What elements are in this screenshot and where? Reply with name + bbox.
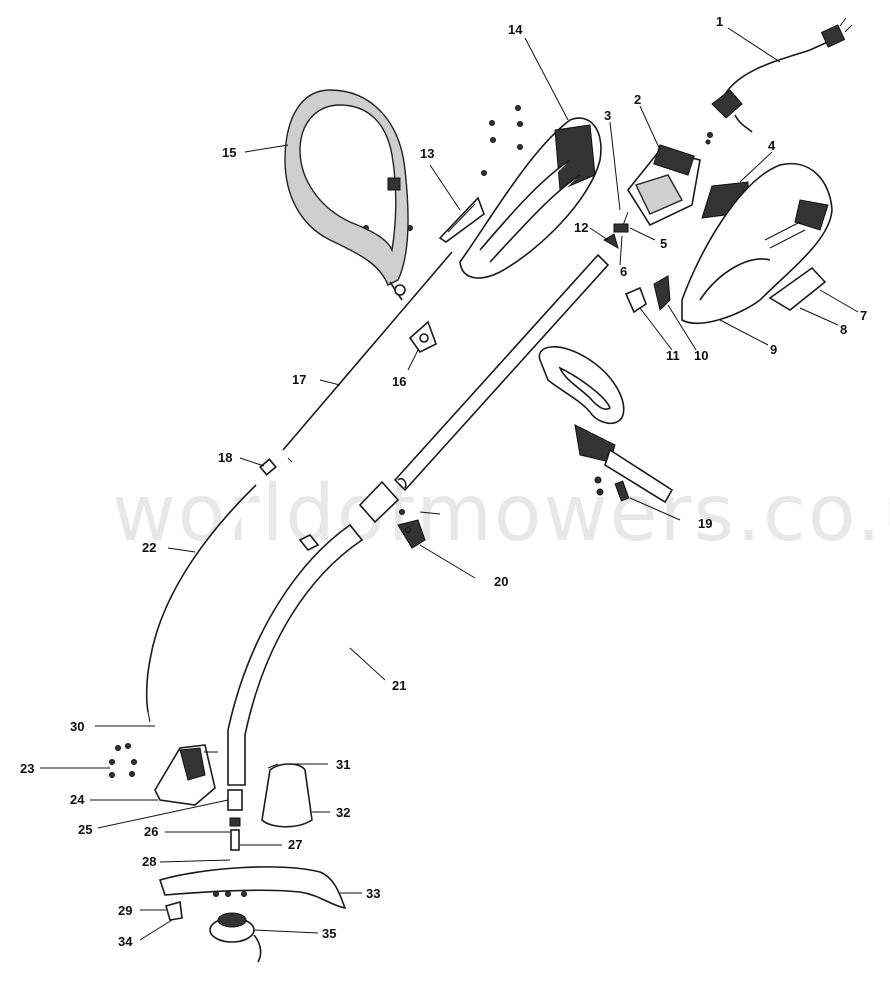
callout-35: 35 [322, 926, 336, 941]
callout-22: 22 [142, 540, 156, 555]
callout-10: 10 [694, 348, 708, 363]
callout-15: 15 [222, 145, 236, 160]
callout-5: 5 [660, 236, 667, 251]
callout-21: 21 [392, 678, 406, 693]
part-35-spool [209, 912, 262, 963]
main-tube [393, 253, 610, 492]
callout-29: 29 [118, 903, 132, 918]
callout-2: 2 [634, 92, 641, 107]
callout-28: 28 [142, 854, 156, 869]
callout-24: 24 [70, 792, 85, 807]
part-24-gear-cover [109, 743, 218, 806]
callout-19: 19 [698, 516, 712, 531]
callout-17: 17 [292, 372, 306, 387]
part-20-clamp [358, 480, 441, 549]
part-9-housing-cover [681, 162, 833, 324]
part-16-clip [408, 320, 437, 354]
part-22-flex-shaft [145, 484, 257, 723]
callout-1: 1 [716, 14, 723, 29]
part-14-housing-half [459, 117, 602, 279]
callout-4: 4 [768, 138, 776, 153]
part-15-shoulder-strap [284, 89, 409, 301]
callout-30: 30 [70, 719, 84, 734]
part-13-bracket [438, 196, 485, 243]
part-1-power-cord [711, 17, 853, 133]
part-31-32-cap [261, 763, 313, 828]
part-17-drive-shaft [282, 251, 453, 463]
callout-12: 12 [574, 220, 588, 235]
part-12-cone [603, 233, 619, 250]
part-18-collar [259, 458, 277, 476]
leader-lines [40, 27, 859, 941]
callout-11: 11 [666, 348, 680, 363]
callout-labels: 1 2 3 4 5 6 7 8 9 10 11 12 13 14 15 16 1… [20, 14, 867, 949]
callout-31: 31 [336, 757, 350, 772]
part-21-curved-tube [227, 523, 364, 786]
callout-14: 14 [508, 22, 523, 37]
callout-20: 20 [494, 574, 508, 589]
part-25-28-drive [227, 789, 243, 851]
callout-3: 3 [604, 108, 611, 123]
part-8-cover-flap [768, 266, 827, 311]
callout-7: 7 [860, 308, 867, 323]
callout-16: 16 [392, 374, 406, 389]
callout-34: 34 [118, 934, 133, 949]
callout-27: 27 [288, 837, 302, 852]
part-10-11-switch [624, 275, 671, 314]
part-19-handle [538, 346, 674, 504]
callout-26: 26 [144, 824, 158, 839]
callout-9: 9 [770, 342, 777, 357]
callout-18: 18 [218, 450, 232, 465]
part-2-motor [613, 144, 701, 233]
callout-13: 13 [420, 146, 434, 161]
callout-25: 25 [78, 822, 92, 837]
callout-33: 33 [366, 886, 380, 901]
part-33-guard [158, 866, 347, 910]
part-29-34-clip [165, 900, 183, 921]
callout-6: 6 [620, 264, 627, 279]
callout-32: 32 [336, 805, 350, 820]
callout-23: 23 [20, 761, 34, 776]
callout-8: 8 [840, 322, 847, 337]
